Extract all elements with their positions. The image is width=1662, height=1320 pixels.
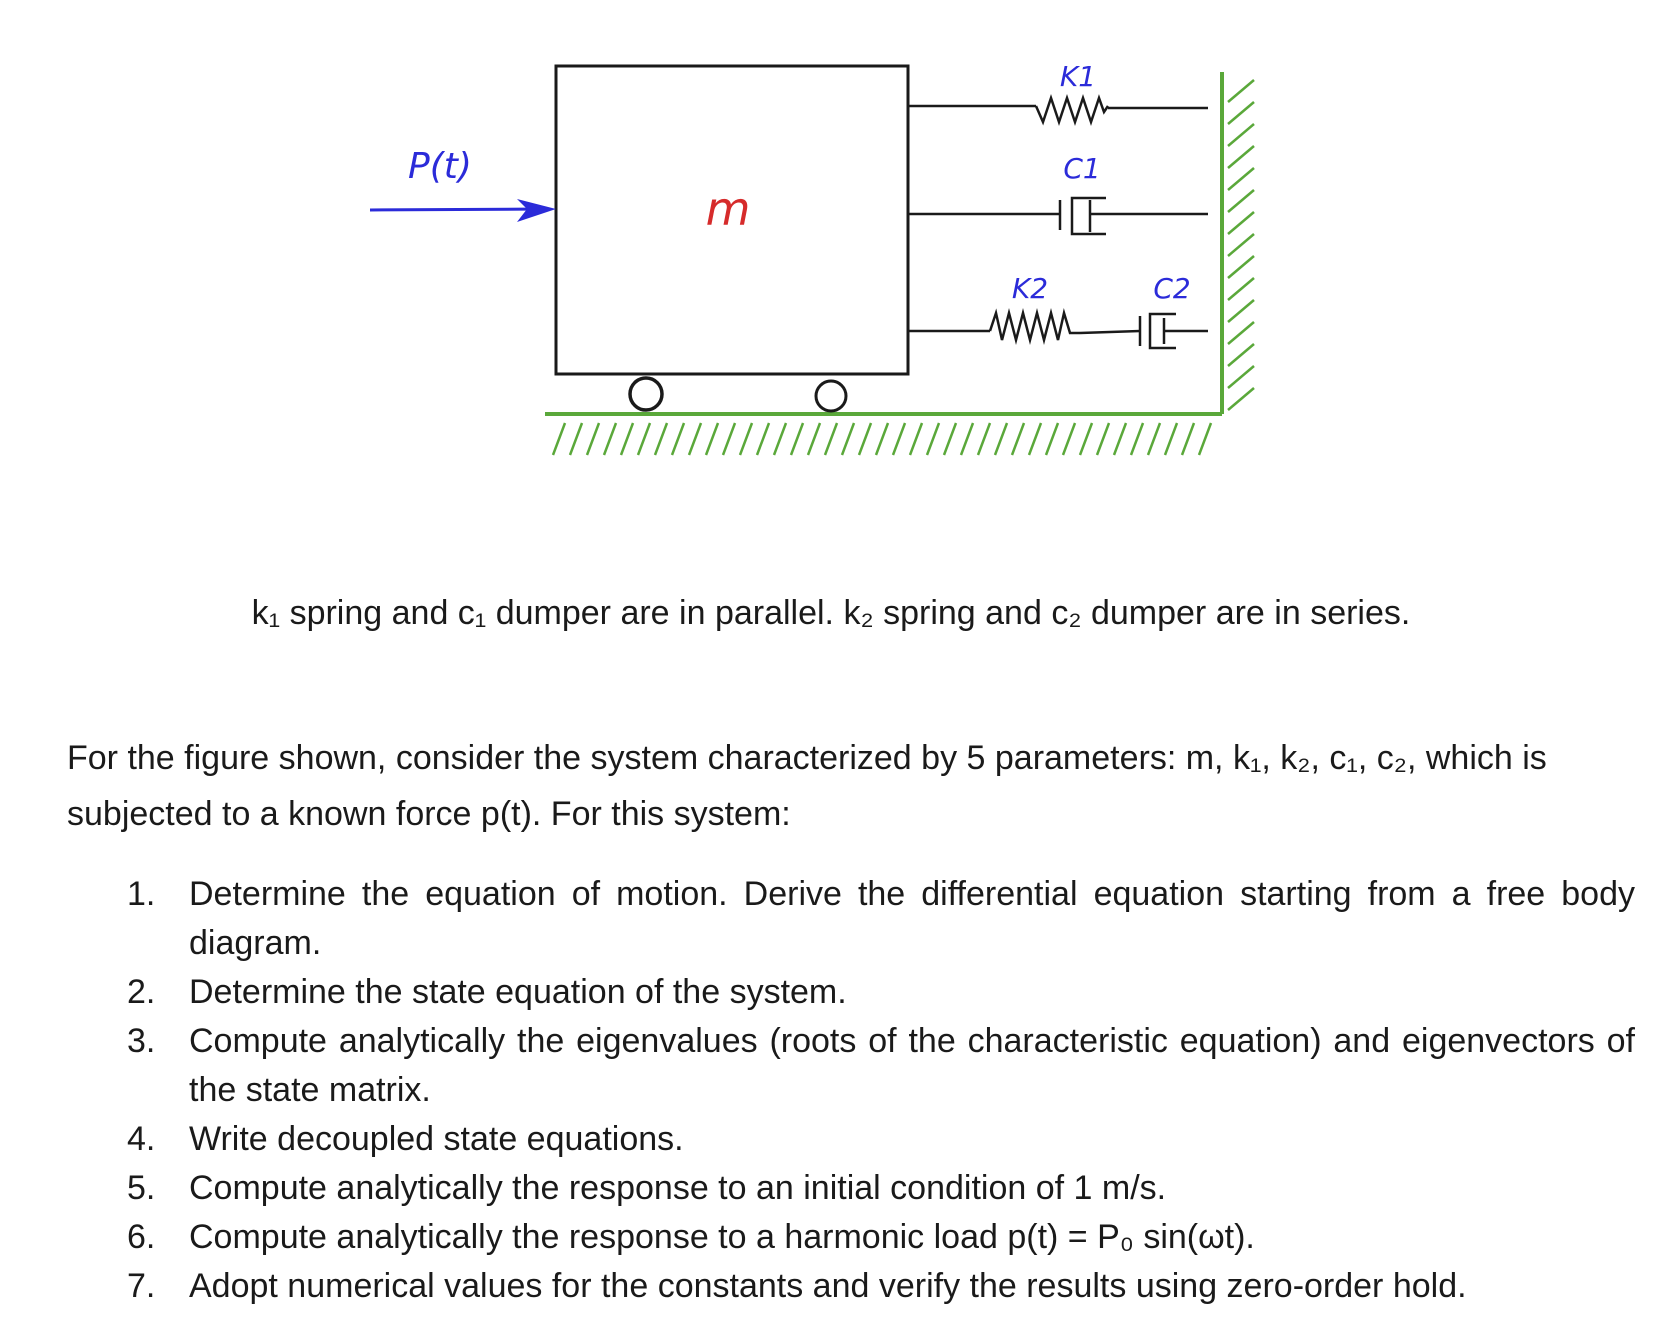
wheel-left bbox=[628, 376, 664, 412]
task-number: 7. bbox=[127, 1267, 156, 1305]
c1-damper bbox=[908, 196, 1208, 236]
task-item: 3. Compute analytically the eigenvalues (… bbox=[67, 1017, 1635, 1115]
mass-block bbox=[554, 64, 910, 376]
c2-label: C2 bbox=[1153, 272, 1190, 305]
task-item: 7. Adopt numerical values for the constan… bbox=[67, 1262, 1635, 1311]
task-item: 4. Write decoupled state equations. bbox=[67, 1115, 1635, 1164]
task-text: Compute analytically the eigenvalues (ro… bbox=[189, 1022, 1635, 1109]
mass-label: m bbox=[706, 182, 751, 236]
task-text: Adopt numerical values for the constants… bbox=[189, 1267, 1467, 1305]
c2-damper bbox=[1138, 312, 1208, 350]
k2-spring bbox=[908, 308, 1141, 345]
wheel-right bbox=[814, 379, 848, 413]
k1-spring bbox=[908, 94, 1208, 126]
wall bbox=[1220, 72, 1255, 414]
task-number: 6. bbox=[127, 1218, 156, 1256]
task-text: Determine the equation of motion. Derive… bbox=[189, 875, 1635, 962]
force-label: P(t) bbox=[408, 146, 472, 187]
ground bbox=[545, 412, 1222, 456]
c1-label: C1 bbox=[1063, 152, 1100, 185]
problem-intro: For the figure shown, consider the syste… bbox=[67, 739, 1547, 833]
task-item: 1. Determine the equation of motion. Deri… bbox=[67, 870, 1635, 968]
force-arrow bbox=[369, 199, 556, 222]
task-item: 6. Compute analytically the response to a… bbox=[67, 1213, 1635, 1262]
task-number: 3. bbox=[127, 1022, 156, 1060]
k1-label: K1 bbox=[1060, 60, 1096, 93]
task-item: 2. Determine the state equation of the sy… bbox=[67, 968, 1635, 1017]
task-text: Write decoupled state equations. bbox=[189, 1120, 684, 1158]
task-list: 1. Determine the equation of motion. Deri… bbox=[67, 870, 1635, 1311]
mechanical-system-figure: m P(t) K1 C1 K2 C2 bbox=[369, 60, 1255, 456]
task-text: Compute analytically the response to an … bbox=[189, 1169, 1167, 1207]
k2-label: K2 bbox=[1012, 272, 1048, 305]
task-number: 5. bbox=[127, 1169, 156, 1207]
task-number: 1. bbox=[127, 875, 156, 913]
task-text: Compute analytically the response to a h… bbox=[189, 1218, 1255, 1256]
task-number: 4. bbox=[127, 1120, 156, 1158]
task-number: 2. bbox=[127, 973, 156, 1011]
figure-caption: k₁ spring and c₁ dumper are in parallel.… bbox=[251, 594, 1411, 632]
task-text: Determine the state equation of the syst… bbox=[189, 973, 847, 1011]
task-item: 5. Compute analytically the response to a… bbox=[67, 1164, 1635, 1213]
